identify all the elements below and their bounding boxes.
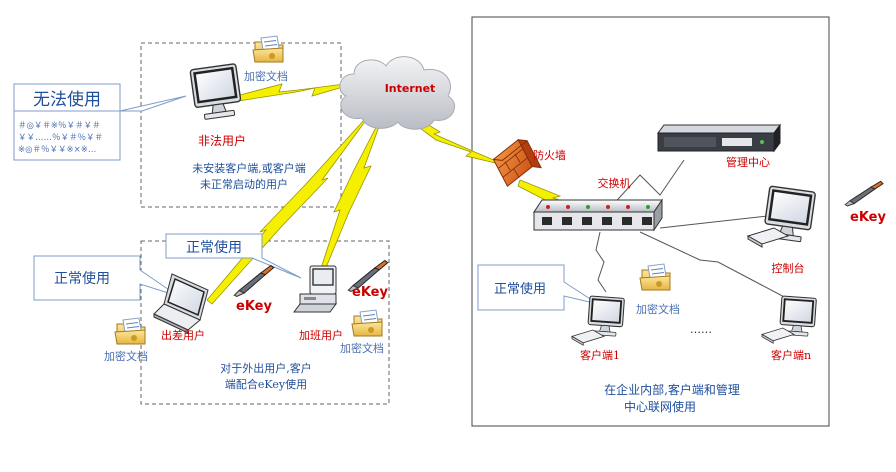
firewall-icon [492, 138, 542, 187]
illegal-desc-line2: 未正常启动的用户 [200, 177, 288, 191]
unusable-callout: 无法使用 ＃◎￥＃※％￥＃￥＃ ￥￥……％￥＃％￥＃ ※◎＃％￥￥※×※… [13, 83, 187, 161]
link-switch-clientn [639, 231, 791, 301]
link-switch-server [609, 159, 685, 209]
pc-icon [293, 265, 337, 313]
client1-label: 客户端1 [580, 348, 620, 362]
travel-doc-label: 加密文档 [104, 349, 148, 363]
cloud-icon [339, 56, 455, 130]
travel-user-label: 出差用户 [161, 328, 205, 342]
console-label: 控制台 [772, 261, 805, 275]
link-switch-console [659, 214, 777, 229]
overtime-callout-text: 正常使用 [186, 239, 242, 256]
mobile-desc-line2: 端配合eKey使用 [225, 377, 307, 391]
lan-links [595, 159, 791, 301]
illegal-desc-line1: 未安装客户端,或客户端 [192, 161, 306, 175]
illegal-user-monitor-icon [188, 62, 244, 122]
travel-callout-text: 正常使用 [54, 270, 110, 287]
mobile-desc-line1: 对于外出用户,客户 [220, 361, 312, 375]
travel-callout: 正常使用 [33, 255, 179, 301]
unusable-callout-text: 无法使用 [33, 89, 101, 110]
garbled-line3: ※◎＃％￥￥※×※… [18, 145, 96, 155]
switch-icon [533, 198, 663, 232]
laptop-icon [153, 273, 209, 334]
firewall-label: 防火墙 [533, 148, 566, 162]
link-illegal-internet [235, 81, 361, 102]
usb-key-icon-enterprise [841, 180, 887, 207]
folder-icon-enterprise [639, 263, 671, 291]
illegal-user-label: 非法用户 [198, 133, 246, 148]
folder-icon-travel [114, 317, 146, 345]
link-overtime-internet [320, 109, 386, 271]
clientn-label: 客户端n [771, 348, 811, 362]
garbled-line2: ￥￥……％￥＃％￥＃ [18, 133, 103, 143]
internet-label: Internet [385, 82, 436, 95]
clients-ellipsis: …… [690, 323, 712, 336]
enterprise-desc-line2: 中心联网使用 [624, 399, 696, 414]
illegal-doc-label: 加密文档 [244, 69, 288, 83]
garbled-line1: ＃◎￥＃※％￥＃￥＃ [18, 121, 101, 131]
overtime-callout: 正常使用 [165, 233, 302, 279]
enterprise-zone [471, 16, 830, 427]
server-label: 管理中心 [726, 155, 770, 169]
enterprise-callout-text: 正常使用 [494, 281, 546, 297]
clientn-keyboard-icon [761, 327, 795, 344]
mobile-user-zone [140, 240, 390, 405]
overtime-doc-label: 加密文档 [340, 341, 384, 355]
folder-icon-overtime [351, 309, 383, 337]
overtime-user-label: 加班用户 [299, 328, 343, 342]
server-icon [657, 123, 781, 153]
ekey-label-enterprise: eKey [850, 210, 886, 225]
illegal-user-zone [140, 42, 342, 208]
enterprise-doc-label: 加密文档 [636, 302, 680, 316]
ekey-label-travel: eKey [236, 299, 272, 314]
switch-label: 交换机 [598, 176, 631, 190]
enterprise-desc-line1: 在企业内部,客户端和管理 [604, 382, 740, 397]
link-switch-client1 [595, 231, 607, 293]
enterprise-callout: 正常使用 [477, 264, 599, 311]
illegal-folder-icon [252, 35, 284, 63]
ekey-label-overtime: eKey [352, 285, 388, 300]
